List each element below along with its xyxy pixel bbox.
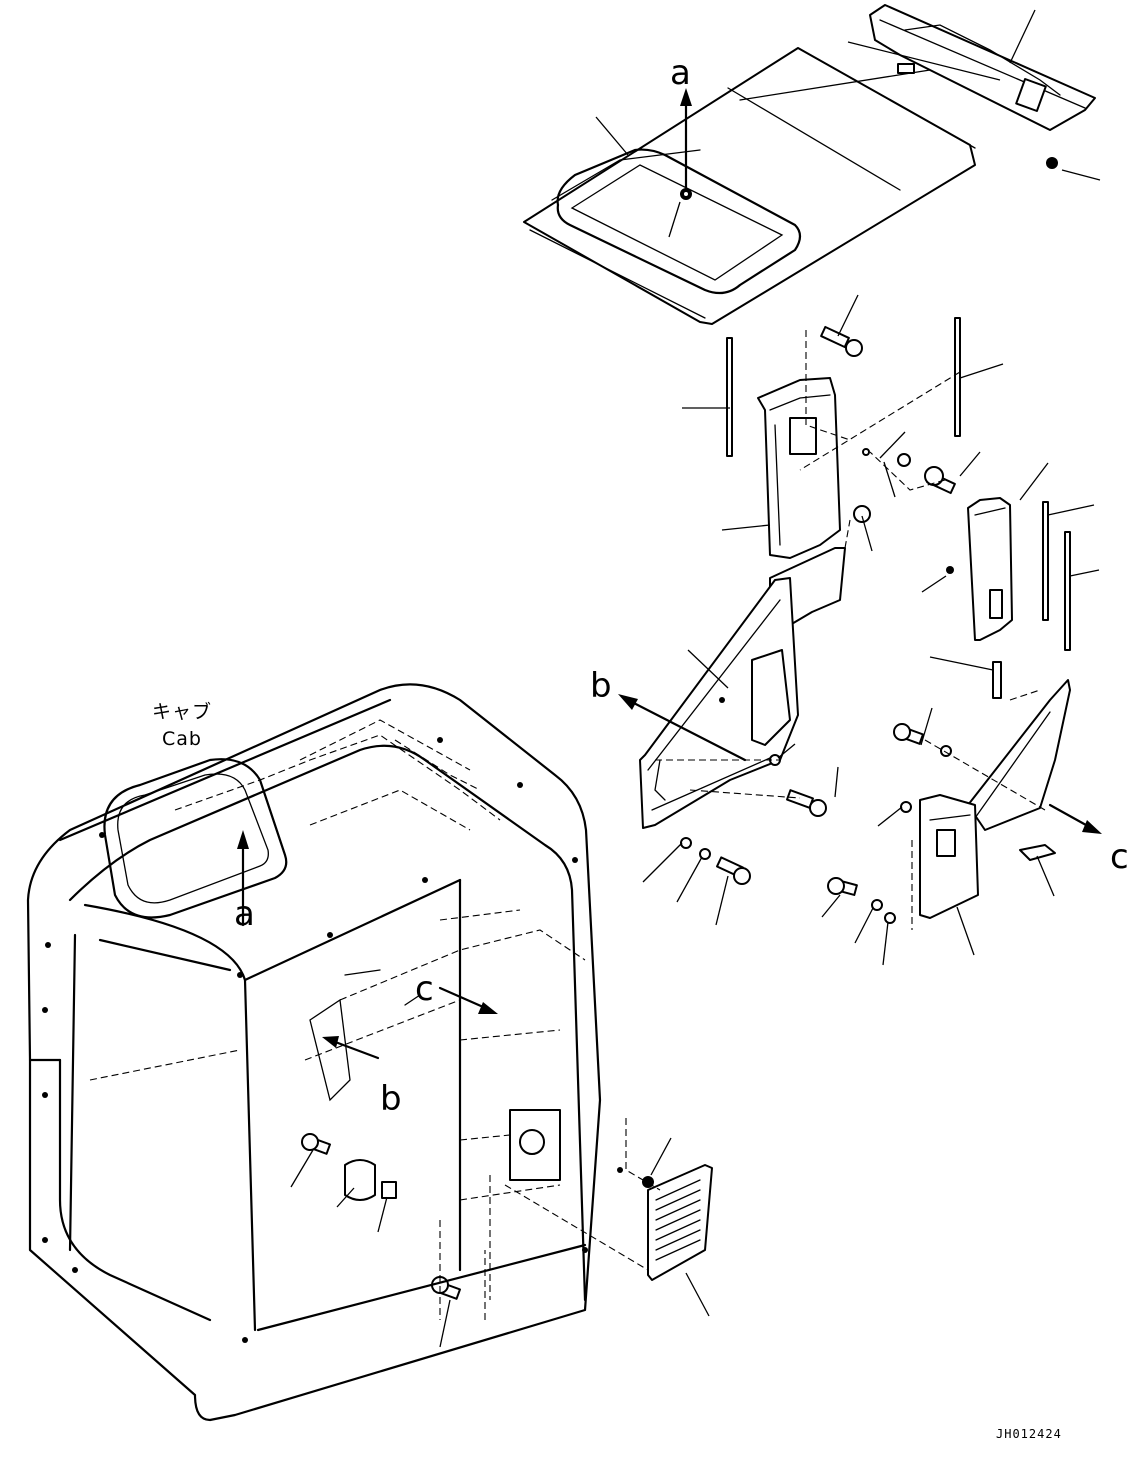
ref-c-cab-label: c bbox=[415, 969, 434, 1009]
reference-arrows bbox=[237, 88, 1102, 1060]
fasteners bbox=[301, 325, 956, 1300]
right-lower-panel bbox=[919, 661, 1071, 919]
leader-lines bbox=[290, 9, 1101, 1348]
right-pillar-cover bbox=[946, 497, 1071, 651]
ref-b-part-label: b bbox=[590, 666, 612, 706]
cab-frame bbox=[26, 683, 602, 1422]
ref-a-cab-label: a bbox=[234, 894, 255, 934]
left-side-panel bbox=[639, 547, 846, 829]
left-pillar-cover bbox=[726, 317, 961, 559]
assembly-dashed-lines bbox=[484, 330, 1046, 1320]
cab-label-japanese: キャブ bbox=[152, 700, 212, 723]
drawing-code: JH012424 bbox=[996, 1427, 1062, 1441]
ref-c-part-label: c bbox=[1110, 837, 1129, 877]
roof-headliner bbox=[523, 47, 976, 325]
cab-label-english: Cab bbox=[162, 728, 202, 750]
rear-upper-panel bbox=[869, 4, 1096, 169]
ref-a-top-label: a bbox=[670, 53, 691, 93]
vent-grille-cover bbox=[617, 1164, 713, 1281]
ref-b-cab-label: b bbox=[380, 1079, 402, 1119]
